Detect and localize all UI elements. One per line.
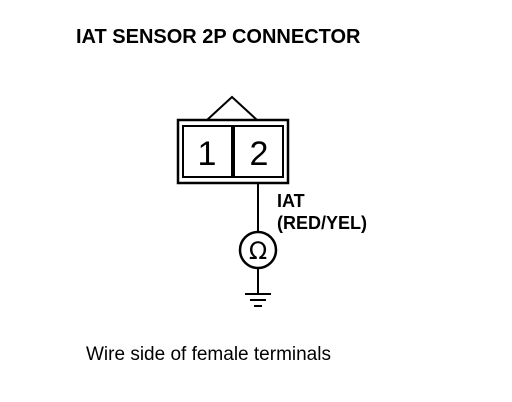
signal-name: IAT bbox=[277, 191, 305, 211]
ground-icon bbox=[245, 293, 271, 307]
pin-2-label: 2 bbox=[250, 135, 269, 173]
ohm-symbol: Ω bbox=[249, 237, 267, 265]
pin-1-cavity bbox=[182, 125, 233, 178]
pin-2-cavity bbox=[233, 125, 284, 178]
diagram-title: IAT SENSOR 2P CONNECTOR bbox=[76, 26, 361, 48]
wire-color: (RED/YEL) bbox=[277, 213, 367, 233]
pin-1-label: 1 bbox=[198, 135, 217, 173]
diagram-caption: Wire side of female terminals bbox=[86, 344, 331, 365]
signal-label: IAT (RED/YEL) bbox=[277, 190, 367, 234]
connector-lock-tab bbox=[206, 95, 258, 121]
